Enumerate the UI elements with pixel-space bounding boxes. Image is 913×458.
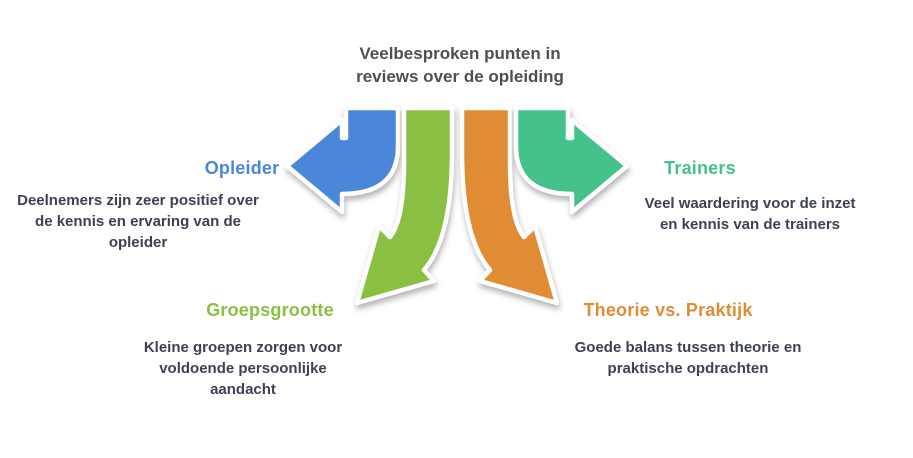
section-description-trainers: Veel waardering voor de inzet en kennis … xyxy=(644,195,856,233)
section-label-trainers: Trainers xyxy=(664,158,736,178)
arrow-down-left-shape xyxy=(354,105,455,306)
arrow-right-icon xyxy=(513,105,630,215)
diagram-title-line2: reviews over de opleiding xyxy=(356,67,564,86)
section-label-theorie-praktijk: Theorie vs. Praktijk xyxy=(583,300,753,320)
arrow-down-left-icon xyxy=(354,105,455,306)
section-description-opleider: Deelnemers zijn zeer positief over de ke… xyxy=(17,192,259,251)
diagram-title-line1: Veelbesproken punten in xyxy=(359,44,561,63)
section-description-theorie-praktijk: Goede balans tussen theorie en praktisch… xyxy=(574,339,802,377)
arrow-left-icon xyxy=(284,105,401,215)
section-description-groepsgrootte: Kleine groepen zorgen voor voldoende per… xyxy=(143,339,343,398)
diagram-title: Veelbesproken punten in reviews over de … xyxy=(280,42,640,88)
arrow-down-right-shape xyxy=(459,105,560,306)
arrow-down-right-icon xyxy=(459,105,560,306)
section-label-opleider: Opleider xyxy=(204,158,280,178)
section-label-groepsgrootte: Groepsgrootte xyxy=(206,300,334,320)
arrow-right-shape xyxy=(513,105,630,215)
arrow-left-shape xyxy=(284,105,401,215)
